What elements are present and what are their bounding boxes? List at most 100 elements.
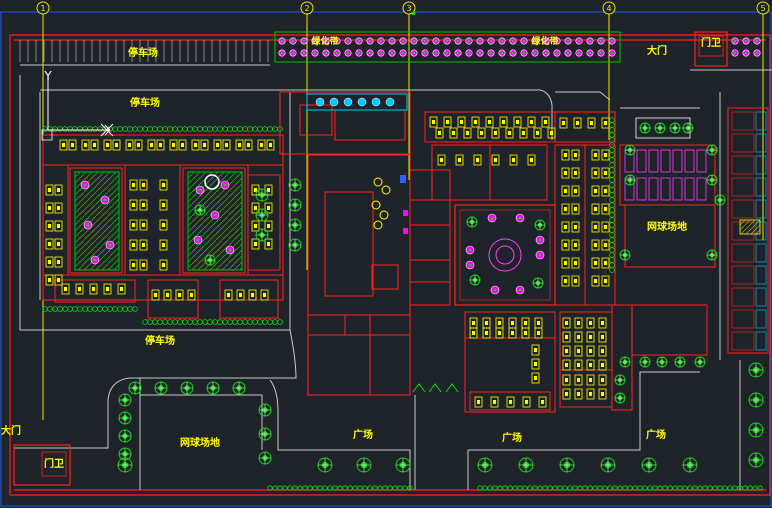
hedge-shrub [537,485,543,491]
hedge-shrub [609,197,615,203]
furniture [103,283,112,295]
hedge-shrub [137,126,143,132]
label-tennis-right: 网球场地 [647,220,687,233]
furniture-detail [511,321,514,325]
flower-center [500,39,504,43]
furniture [559,117,568,129]
hedge-shrub [222,319,228,325]
tree-cross [289,219,301,231]
tree-cross [256,209,268,221]
flower [343,97,353,107]
axis-bubble-1: 1 [36,1,50,15]
ucs-y-label: Y [43,69,52,83]
hedge-shrub [542,485,548,491]
label-guard-top: 门卫 [701,36,721,49]
furniture-detail [452,131,455,135]
furniture-detail [564,207,567,211]
furniture [601,239,610,251]
furniture [159,239,168,251]
furniture [45,184,54,196]
furniture-detail [178,293,181,297]
hedge-shrub [609,127,615,133]
hedge-shrub [272,485,278,491]
furniture [371,200,381,210]
hedge-shrub [142,126,148,132]
hedge-shrub [517,485,523,491]
tree-cross [640,123,650,133]
flower-center [511,51,515,55]
furniture-detail [577,335,580,339]
flower-center [493,288,497,292]
furniture-detail [601,335,604,339]
hedge-shrub [277,319,283,325]
furniture [573,117,582,129]
furniture [435,127,444,139]
label-guard-left: 门卫 [44,457,64,470]
axis-bubble-5: 5 [756,1,770,15]
hedge-shrub [207,126,213,132]
furniture-detail [577,378,580,382]
furniture-detail [48,278,51,282]
room [755,155,767,175]
furniture-detail [485,331,488,335]
furniture [541,116,550,128]
flower-center [346,51,350,55]
hedge-shrub [227,319,233,325]
furniture-detail [263,293,266,297]
hedge-shrub [227,126,233,132]
furniture [490,396,499,408]
hedge-shrub [147,126,153,132]
hedge-shrub [387,485,393,491]
furniture [601,185,610,197]
grid-axes [42,14,764,420]
hedge-shrub [609,167,615,173]
tree-cross [119,412,131,424]
furniture-detail [565,321,568,325]
hedge-shrub [502,485,508,491]
flower-center [544,51,548,55]
flower-center [489,51,493,55]
furniture-detail [562,121,565,125]
furniture-detail [142,203,145,207]
hedge-shrub [277,485,283,491]
flower-center [302,51,306,55]
furniture [586,345,595,357]
hedge-shrub [112,306,118,312]
hedge-shrub [717,485,723,491]
tree-cross [118,458,132,472]
flower [357,97,367,107]
hedge-shrub [602,485,608,491]
furniture-detail [493,400,496,404]
flower-center [599,39,603,43]
hedge-shrub [212,319,218,325]
furniture [521,327,530,339]
furniture-detail [564,189,567,193]
furniture-detail [511,331,514,335]
tree-cross [615,375,625,385]
furniture-detail [269,143,272,147]
hedge-shrub [222,126,228,132]
flower-center [313,39,317,43]
furniture-detail [132,243,135,247]
hedge-shrub [287,485,293,491]
furniture [636,177,647,201]
furniture-detail [227,293,230,297]
label-tennis-left: 网球场地 [180,436,220,449]
plan-labels: 停车场 停车场 停车场 绿化带 绿化带 大门 门卫 大门 门卫 网球场地 网球场… [1,35,721,470]
central-corridor-flowers [315,97,395,107]
hedge-shrub [609,252,615,258]
hedge-shrub [392,485,398,491]
furniture-detail [574,261,577,265]
furniture [562,388,571,400]
furniture [574,359,583,371]
room [731,331,755,351]
tree-cross [181,382,193,394]
furniture-detail [132,263,135,267]
right-wing-lower [464,304,708,413]
furniture [251,202,260,214]
furniture [547,127,556,139]
flower-center [456,51,460,55]
furniture [574,374,583,386]
furniture-detail [466,131,469,135]
furniture [224,289,233,301]
